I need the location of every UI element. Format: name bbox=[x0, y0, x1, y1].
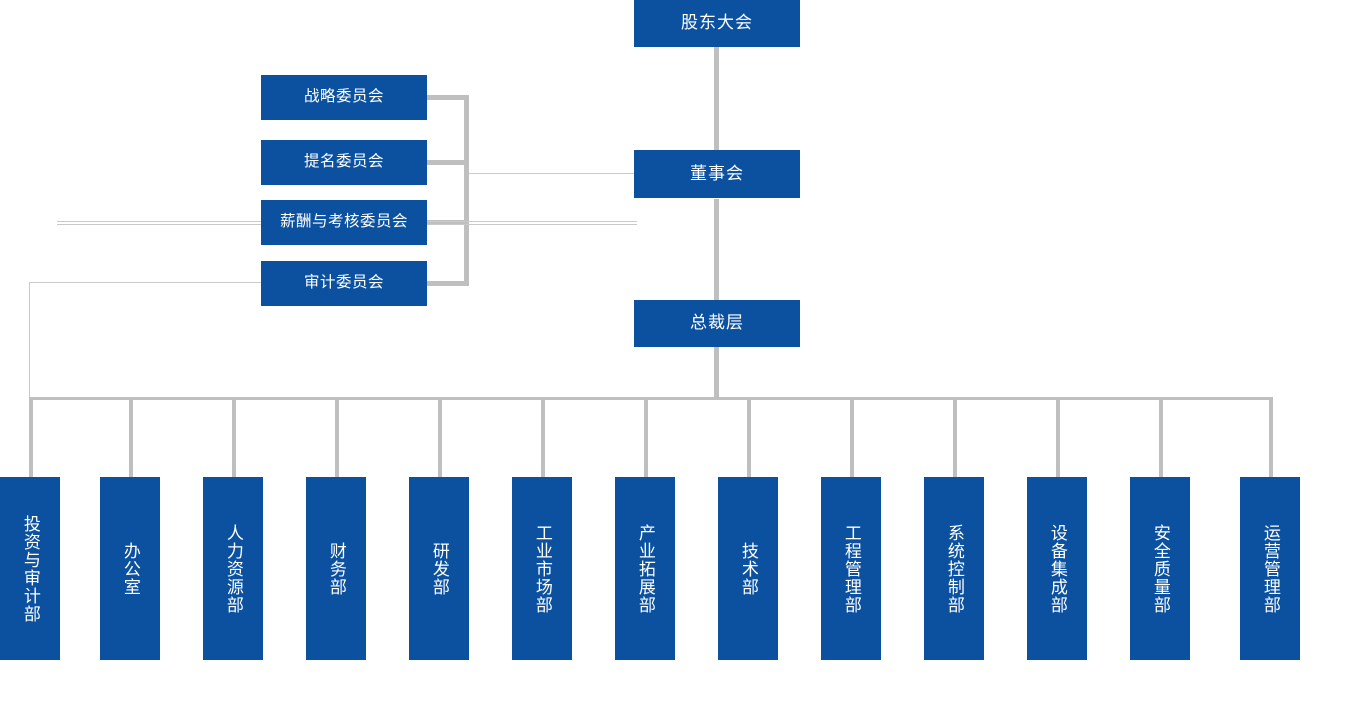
connector-drop-dept-7 bbox=[644, 397, 648, 477]
node-department-research-development[interactable]: 研发部 bbox=[409, 477, 469, 660]
node-department-investment-audit-label: 投资与审计部 bbox=[20, 514, 40, 623]
node-department-investment-audit[interactable]: 投资与审计部 bbox=[0, 477, 60, 660]
node-department-office[interactable]: 办公室 bbox=[100, 477, 160, 660]
node-department-safety-quality[interactable]: 安全质量部 bbox=[1130, 477, 1190, 660]
node-committee-compensation-label: 薪酬与考核委员会 bbox=[279, 213, 408, 231]
connector-drop-dept-12 bbox=[1159, 397, 1163, 477]
node-department-safety-quality-label: 安全质量部 bbox=[1150, 523, 1170, 614]
node-department-system-control-label: 系统控制部 bbox=[944, 523, 964, 614]
node-committee-compensation[interactable]: 薪酬与考核委员会 bbox=[261, 200, 427, 245]
node-department-industry-expansion-label: 产业拓展部 bbox=[635, 523, 655, 614]
connector-drop-dept-2 bbox=[129, 397, 133, 477]
connector-drop-dept-8 bbox=[747, 397, 751, 477]
connector-president-to-dept-bus bbox=[714, 347, 719, 400]
node-board-of-directors-label: 董事会 bbox=[690, 163, 744, 183]
node-department-industrial-market-label: 工业市场部 bbox=[532, 523, 552, 614]
node-department-industrial-market[interactable]: 工业市场部 bbox=[512, 477, 572, 660]
node-department-operations-management[interactable]: 运营管理部 bbox=[1240, 477, 1300, 660]
node-department-finance[interactable]: 财务部 bbox=[306, 477, 366, 660]
connector-compensation-committee bbox=[427, 220, 469, 225]
node-committee-strategy-label: 战略委员会 bbox=[303, 88, 384, 106]
node-department-industry-expansion[interactable]: 产业拓展部 bbox=[615, 477, 675, 660]
node-committee-audit[interactable]: 审计委员会 bbox=[261, 261, 427, 306]
node-department-human-resources[interactable]: 人力资源部 bbox=[203, 477, 263, 660]
connector-drop-dept-11 bbox=[1056, 397, 1060, 477]
node-department-equipment-integration-label: 设备集成部 bbox=[1047, 523, 1067, 614]
node-president-layer[interactable]: 总裁层 bbox=[634, 300, 800, 347]
node-department-human-resources-label: 人力资源部 bbox=[223, 523, 243, 614]
node-department-office-label: 办公室 bbox=[120, 541, 140, 596]
node-department-research-development-label: 研发部 bbox=[429, 541, 449, 596]
node-department-equipment-integration[interactable]: 设备集成部 bbox=[1027, 477, 1087, 660]
connector-shareholders-to-board bbox=[714, 47, 719, 150]
connector-drop-dept-3 bbox=[232, 397, 236, 477]
connector-drop-dept-9 bbox=[850, 397, 854, 477]
node-department-system-control[interactable]: 系统控制部 bbox=[924, 477, 984, 660]
connector-audit-left-vertical bbox=[29, 282, 30, 399]
connector-drop-dept-6 bbox=[541, 397, 545, 477]
connector-committee-bus bbox=[464, 95, 469, 286]
connector-department-bus bbox=[29, 397, 1273, 400]
connector-drop-dept-1 bbox=[29, 397, 33, 477]
connector-drop-dept-4 bbox=[335, 397, 339, 477]
node-committee-strategy[interactable]: 战略委员会 bbox=[261, 75, 427, 120]
connector-drop-dept-10 bbox=[953, 397, 957, 477]
node-president-layer-label: 总裁层 bbox=[690, 313, 744, 333]
connector-drop-dept-5 bbox=[438, 397, 442, 477]
connector-nomination-committee bbox=[427, 160, 469, 165]
node-committee-nomination-label: 提名委员会 bbox=[303, 153, 384, 171]
connector-audit-committee bbox=[427, 281, 469, 286]
node-department-technology-label: 技术部 bbox=[738, 541, 758, 596]
node-department-technology[interactable]: 技术部 bbox=[718, 477, 778, 660]
node-committee-nomination[interactable]: 提名委员会 bbox=[261, 140, 427, 185]
connector-audit-left-horizontal bbox=[29, 282, 261, 283]
connector-committees-to-board bbox=[469, 173, 635, 174]
node-board-of-directors[interactable]: 董事会 bbox=[634, 150, 800, 198]
node-shareholders-meeting-label: 股东大会 bbox=[681, 13, 753, 33]
node-department-engineering-management-label: 工程管理部 bbox=[841, 523, 861, 614]
connector-drop-dept-13 bbox=[1269, 397, 1273, 477]
node-committee-audit-label: 审计委员会 bbox=[303, 274, 384, 292]
connector-board-to-president bbox=[714, 199, 719, 300]
node-shareholders-meeting[interactable]: 股东大会 bbox=[634, 0, 800, 47]
node-department-operations-management-label: 运营管理部 bbox=[1260, 523, 1280, 614]
node-department-finance-label: 财务部 bbox=[326, 541, 346, 596]
connector-strategy-committee bbox=[427, 95, 469, 100]
node-department-engineering-management[interactable]: 工程管理部 bbox=[821, 477, 881, 660]
